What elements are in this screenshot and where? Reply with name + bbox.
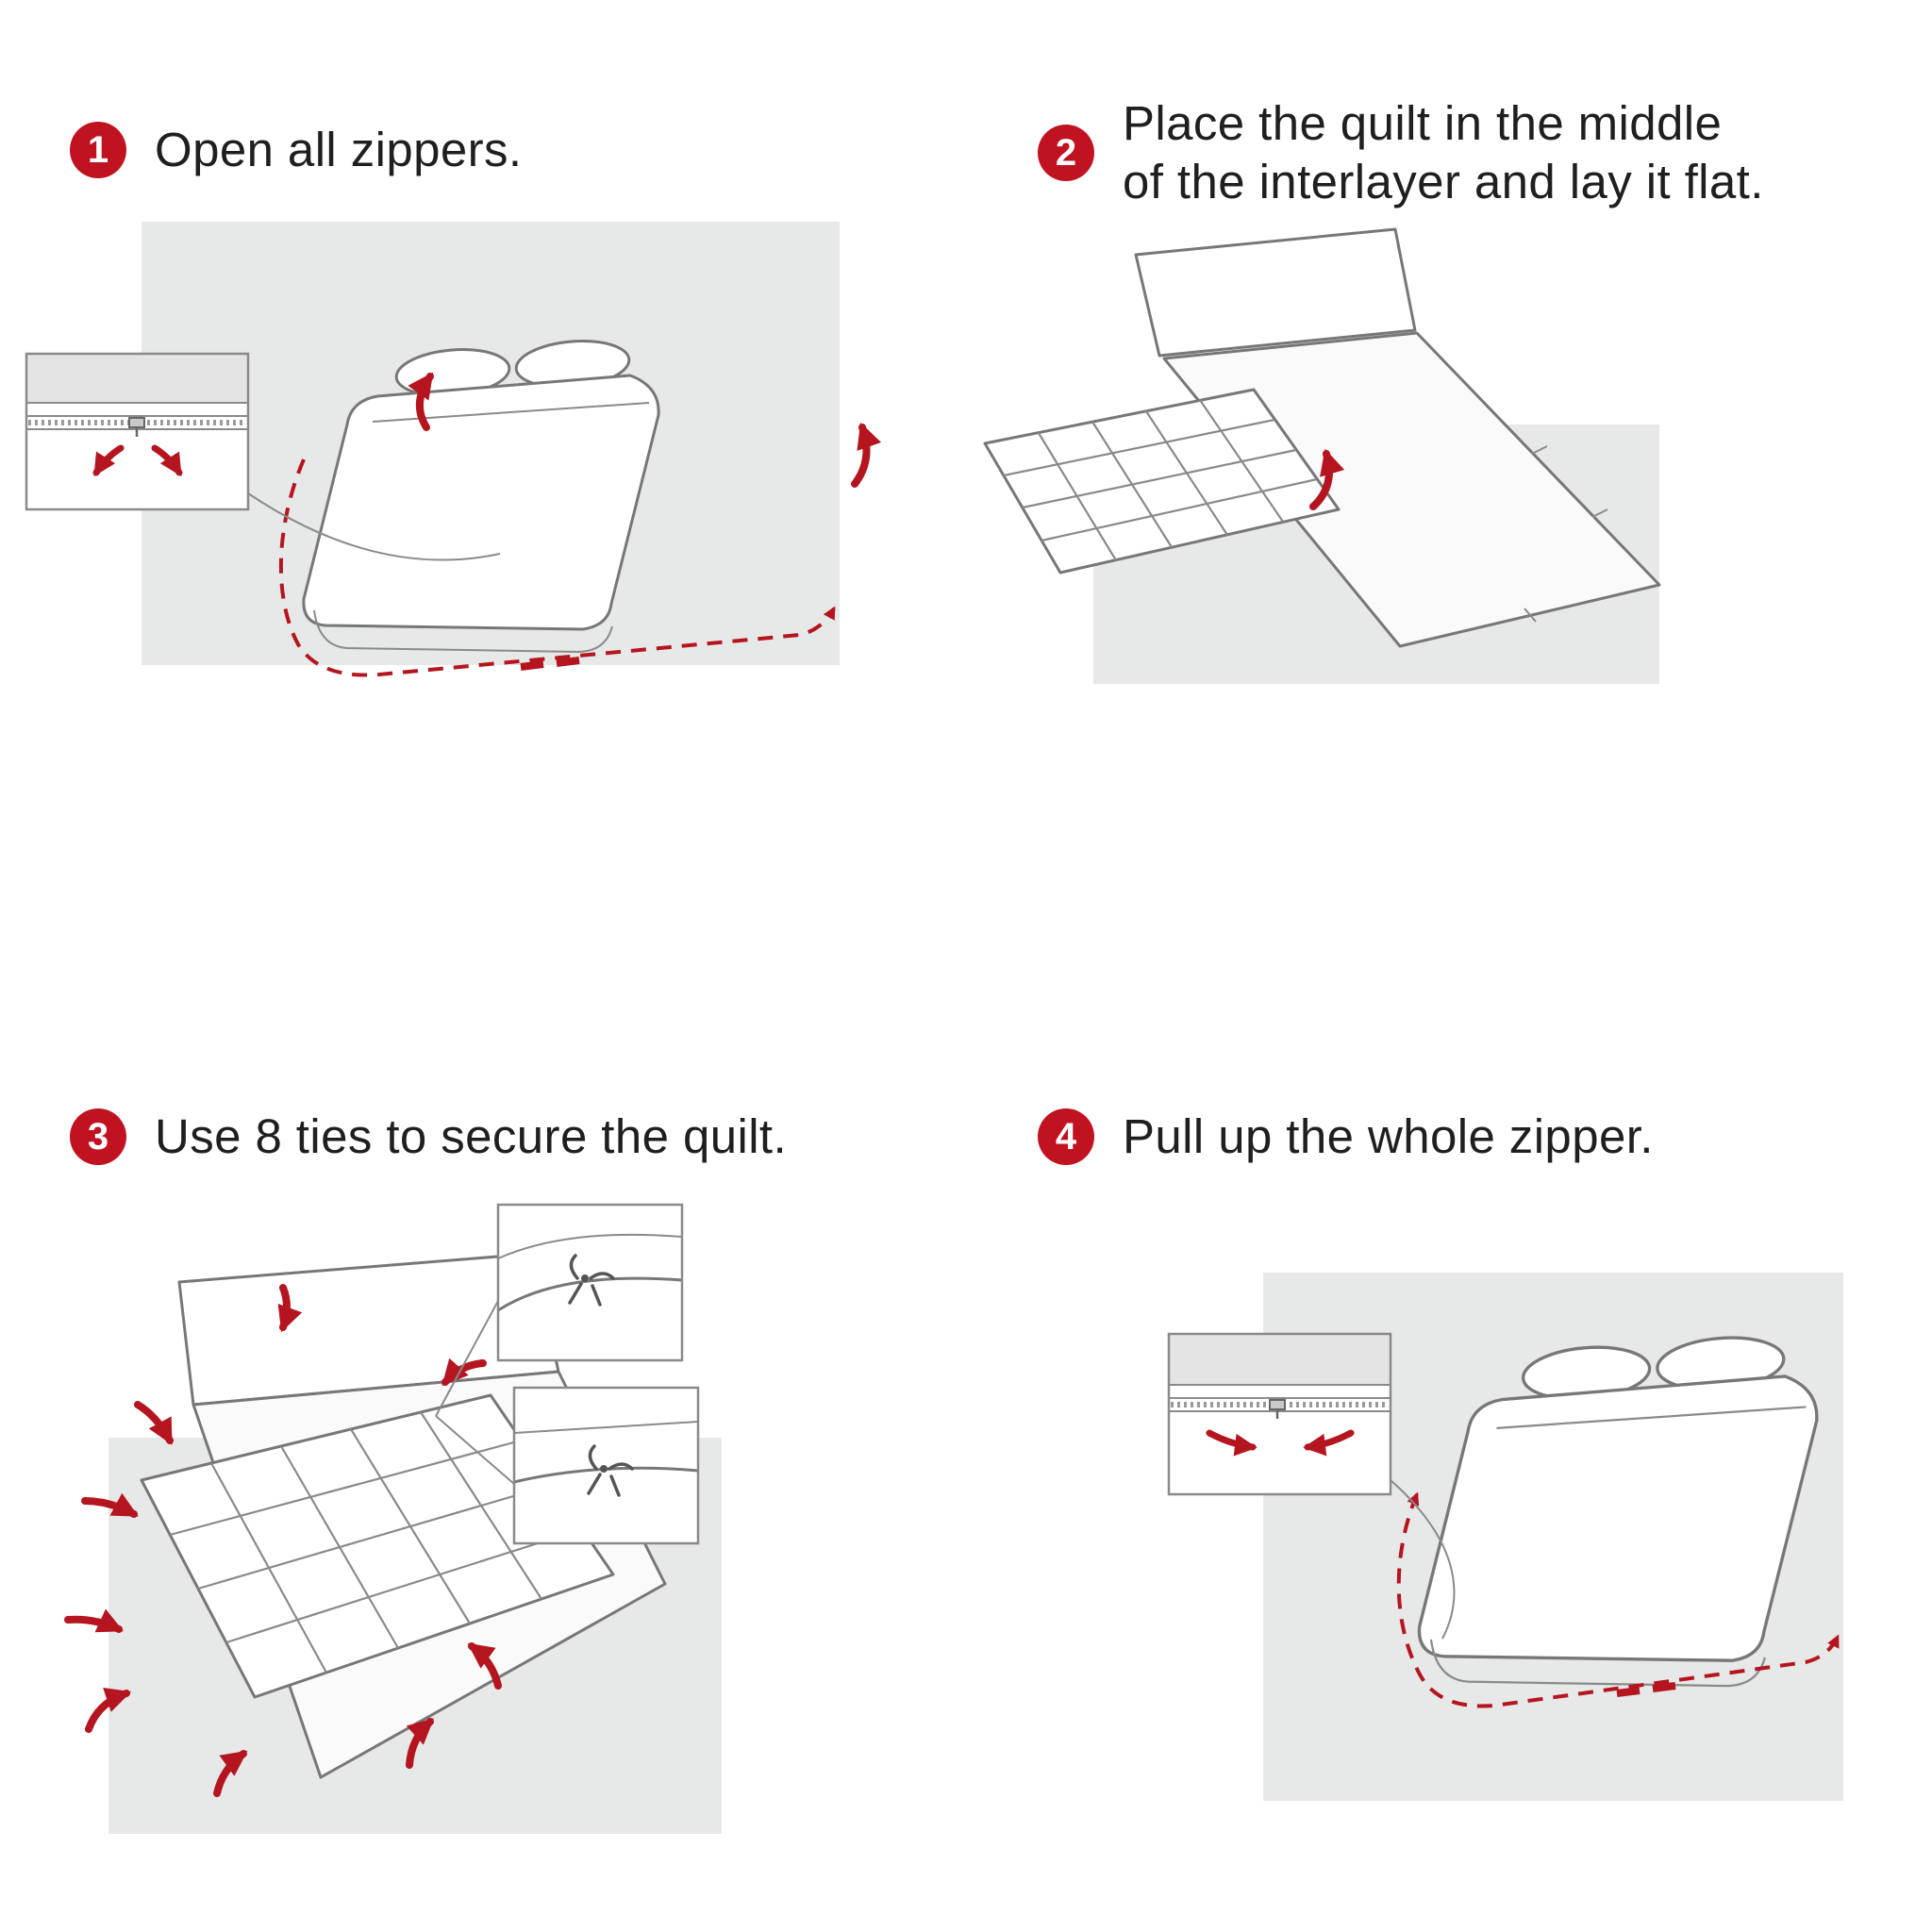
tie-arrow (85, 1687, 132, 1733)
tie-loop-icon (1591, 508, 1608, 518)
caption-line: Open all zippers. (155, 123, 523, 176)
caption-line: of the interlayer and lay it flat. (1123, 155, 1764, 209)
zip-close-arrow-right (1303, 1429, 1355, 1457)
tie-arrow (134, 1401, 174, 1445)
step-3-illustration (64, 1203, 722, 1834)
tie-loop-icon (1531, 445, 1548, 455)
flap-close-arrow (277, 1284, 303, 1333)
step-3-section: 3 Use 8 ties to secure the quilt. (0, 966, 966, 1932)
tie-arrow (81, 1492, 139, 1518)
tie-knot-icon (588, 1444, 598, 1471)
step-3-header: 3 Use 8 ties to secure the quilt. (70, 1108, 787, 1166)
cover-body (1162, 331, 1661, 648)
zipper-inset (25, 352, 250, 511)
tie-arrow (406, 1718, 435, 1769)
tie-inset-top (496, 1203, 684, 1362)
inset-leader-line (247, 492, 501, 561)
tie-knot-icon (569, 1254, 579, 1280)
quilt (140, 1393, 615, 1699)
tie-arrow (64, 1608, 124, 1633)
zipper-inset (1167, 1332, 1392, 1496)
open-arrow-right (851, 422, 882, 488)
duvet-bed (302, 340, 660, 654)
step-1-caption: Open all zippers. (155, 121, 523, 179)
open-arrow-left (408, 372, 434, 431)
step-2-header: 2 Place the quilt in the middle of the i… (1038, 94, 1764, 211)
step-1-number-badge: 1 (70, 122, 126, 179)
zipper-pull-icon (1269, 1399, 1286, 1410)
step-4-section: 4 Pull up the whole zipper. (966, 966, 1932, 1932)
step-2-section: 2 Place the quilt in the middle of the i… (966, 0, 1932, 966)
step-2-number-badge: 2 (1038, 125, 1094, 182)
zipper-close-outline (1396, 1491, 1840, 1708)
tie-arrow (467, 1642, 502, 1690)
tie-arrow (213, 1750, 248, 1797)
step-2-caption: Place the quilt in the middle of the int… (1123, 94, 1764, 211)
step-1-header: 1 Open all zippers. (70, 121, 523, 179)
unzip-arrow-right (151, 444, 183, 477)
step-4-number-badge: 4 (1038, 1108, 1094, 1166)
step-4-illustration (1167, 1273, 1843, 1801)
zip-close-arrow-left (1206, 1429, 1257, 1457)
insert-direction-arrow (1309, 448, 1345, 510)
step-2-illustration (983, 227, 1661, 684)
caption-line: Place the quilt in the middle (1123, 96, 1723, 150)
step-4-header: 4 Pull up the whole zipper. (1038, 1108, 1654, 1166)
zipper-open-outline (278, 458, 836, 677)
step-3-number-badge: 3 (70, 1108, 126, 1166)
zipper-pull-icon (128, 417, 145, 428)
inset-leader-line (435, 1415, 515, 1485)
unzip-arrow-left (92, 444, 125, 477)
inset-leader-line (435, 1300, 499, 1417)
caption-line: Pull up the whole zipper. (1123, 1109, 1654, 1163)
cover-flap (1134, 227, 1417, 358)
step-3-caption: Use 8 ties to secure the quilt. (155, 1108, 787, 1166)
inset-leader-line (1390, 1479, 1456, 1640)
step-4-caption: Pull up the whole zipper. (1123, 1108, 1654, 1166)
step-1-illustration (25, 222, 882, 677)
step-1-section: 1 Open all zippers. (0, 0, 966, 966)
tie-inset-bottom (512, 1386, 700, 1545)
quilt (983, 388, 1341, 575)
tie-loop-icon (1524, 608, 1537, 623)
caption-line: Use 8 ties to secure the quilt. (155, 1109, 788, 1163)
